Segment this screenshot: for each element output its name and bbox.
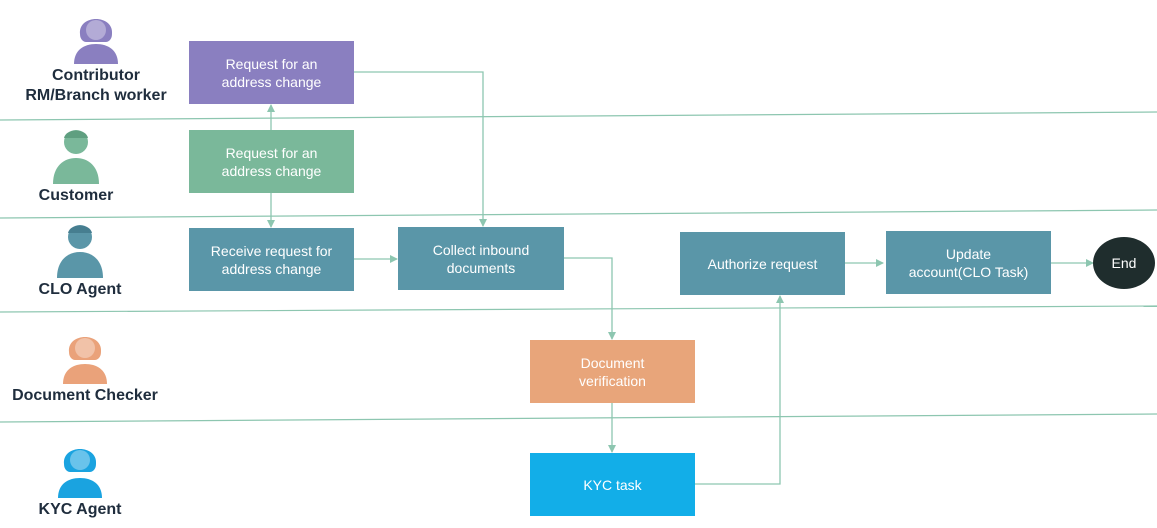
actor-label-kyc: KYC Agent — [38, 501, 122, 518]
node-label: End — [1111, 255, 1137, 271]
connector-contributor-to-collect — [354, 71, 487, 227]
lane-divider — [0, 413, 1157, 423]
node-request-customer[interactable]: Request for an address change — [189, 130, 354, 193]
node-label: Receive request for address change — [210, 242, 333, 277]
lane-divider — [0, 111, 1157, 121]
actor-label-customer: Customer — [38, 187, 114, 204]
actor-customer: Customer — [0, 126, 166, 206]
actor-contributor: Contributor RM/Branch worker — [6, 8, 186, 106]
actor-clo: CLO Agent — [0, 222, 170, 300]
connector-kyc-to-authorize — [695, 295, 784, 485]
node-update-account[interactable]: Update account(CLO Task) — [886, 231, 1051, 294]
connector-collect-to-verification — [564, 257, 616, 340]
node-label: Request for an address change — [221, 55, 322, 90]
node-kyc-task[interactable]: KYC task — [530, 453, 695, 516]
actor-checker: Document Checker — [0, 326, 175, 406]
node-label: Document verification — [579, 354, 646, 389]
node-receive-request[interactable]: Receive request for address change — [189, 228, 354, 291]
man-icon — [57, 225, 103, 278]
node-authorize[interactable]: Authorize request — [680, 232, 845, 295]
woman-icon — [63, 337, 107, 384]
node-label: Collect inbound documents — [432, 241, 530, 276]
woman-icon — [74, 19, 118, 64]
node-collect-docs[interactable]: Collect inbound documents — [398, 227, 564, 290]
node-label: Authorize request — [707, 255, 818, 272]
actor-label-contributor: Contributor RM/Branch worker — [25, 67, 167, 104]
actor-kyc: KYC Agent — [0, 438, 170, 520]
man-icon — [53, 130, 99, 184]
node-request-contributor[interactable]: Request for an address change — [189, 41, 354, 104]
lane-divider — [0, 209, 1157, 219]
actor-label-clo: CLO Agent — [38, 281, 122, 298]
node-label: Request for an address change — [221, 144, 322, 179]
node-doc-verification[interactable]: Document verification — [530, 340, 695, 403]
actor-label-checker: Document Checker — [12, 387, 158, 404]
lane-divider — [0, 305, 1157, 313]
node-end[interactable]: End — [1093, 237, 1155, 289]
node-label: KYC task — [583, 476, 642, 493]
woman-icon — [58, 449, 102, 498]
node-label: Update account(CLO Task) — [908, 245, 1029, 280]
